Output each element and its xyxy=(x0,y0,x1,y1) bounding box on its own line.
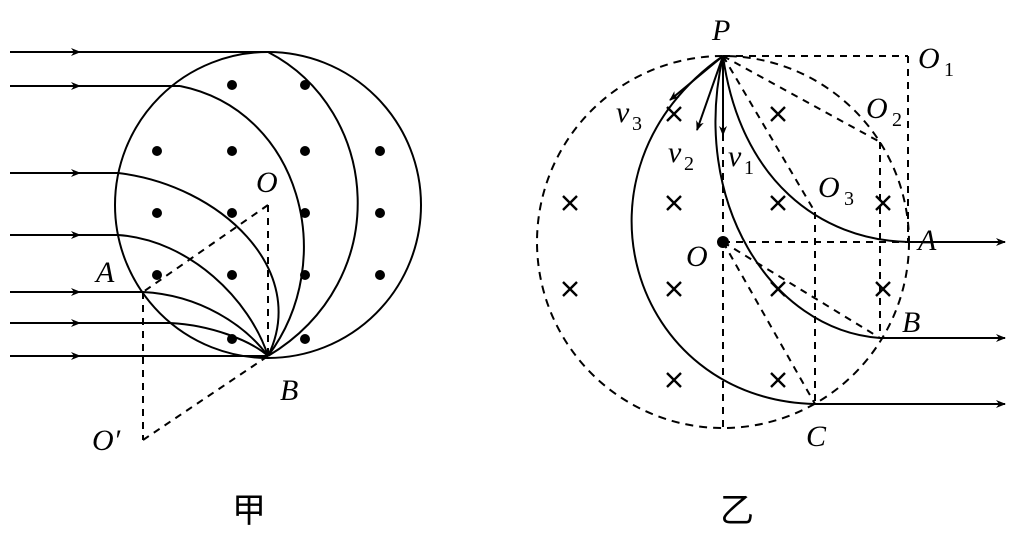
trajectory-to-a xyxy=(722,55,909,243)
trajectory-arc xyxy=(117,234,269,357)
caption-yi: 乙 xyxy=(720,491,754,531)
label-b: B xyxy=(280,374,298,407)
trajectory-arc xyxy=(267,51,359,357)
label-o2: O xyxy=(866,92,888,125)
caption-jia: 甲 xyxy=(232,491,266,531)
trajectory-arc xyxy=(169,322,269,357)
label-o: O xyxy=(686,240,708,273)
label-v2: v xyxy=(668,136,682,169)
label-b: B xyxy=(902,306,920,339)
trajectory-arc xyxy=(117,172,280,357)
label-o1: O xyxy=(918,42,940,75)
label-v2-sub: 2 xyxy=(684,153,694,175)
label-a: A xyxy=(916,224,937,257)
label-v3-sub: 3 xyxy=(632,113,642,135)
figure-b xyxy=(536,55,1006,429)
trajectory-arc xyxy=(179,85,305,357)
label-c: C xyxy=(806,420,827,453)
label-o-prime: O′ xyxy=(92,424,121,457)
label-o2-sub: 2 xyxy=(892,109,902,131)
incoming-beams xyxy=(10,48,268,360)
label-o1-sub: 1 xyxy=(944,59,954,81)
velocity-v3-arrow xyxy=(669,55,724,101)
label-o: O xyxy=(256,166,278,199)
field-crosses xyxy=(562,106,891,388)
trajectory-arc xyxy=(142,291,269,357)
trajectory-arcs xyxy=(117,51,359,357)
label-o3: O xyxy=(818,171,840,204)
trajectory-to-b xyxy=(714,55,881,339)
center-dot xyxy=(717,236,729,248)
label-o3-sub: 3 xyxy=(844,188,854,210)
construction-lines xyxy=(142,204,269,441)
label-v3: v xyxy=(616,96,630,129)
label-a: A xyxy=(94,256,115,289)
label-v1: v xyxy=(728,140,742,173)
figure-a xyxy=(10,48,422,441)
field-dots xyxy=(152,80,385,344)
construction-lines xyxy=(722,55,909,428)
label-v1-sub: 1 xyxy=(744,157,754,179)
label-p: P xyxy=(711,14,730,47)
velocity-v2-arrow xyxy=(696,55,724,131)
